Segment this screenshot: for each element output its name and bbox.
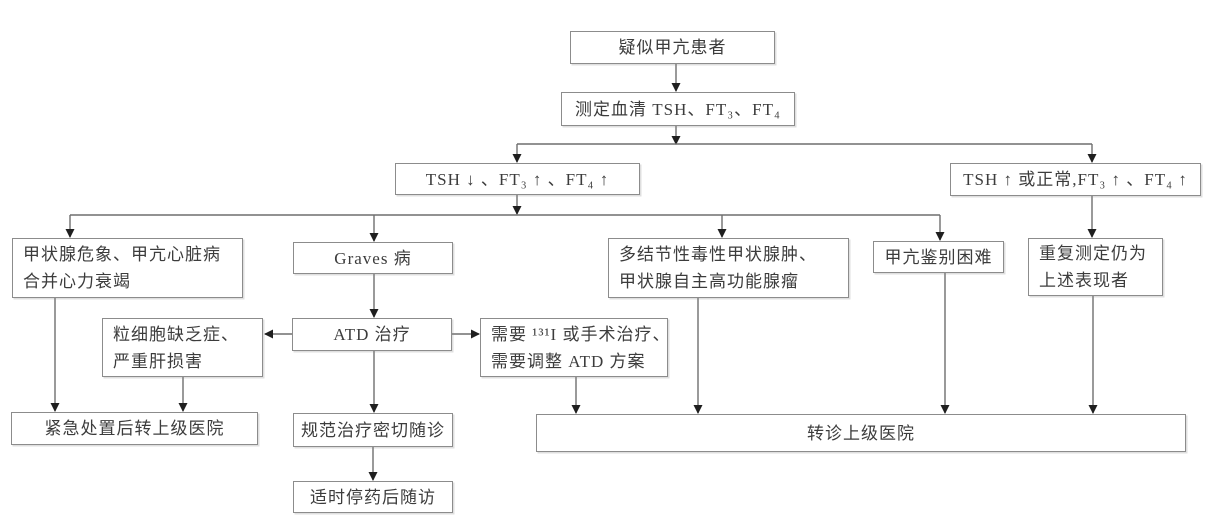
flow-node-agranulocytosis-label: 粒细胞缺乏症、 (113, 324, 239, 344)
flow-node-atd-therapy: ATD 治疗 (292, 318, 452, 351)
flow-node-serum-test: 测定血清 TSH、FT₃、FT₄ (561, 92, 795, 126)
flow-node-thyroid-crisis: 甲状腺危象、甲亢心脏病合并心力衰竭 (12, 238, 243, 298)
flow-node-tsh-elevated-or-normal: TSH ↑ 或正常,FT₃ ↑ 、FT₄ ↑ (950, 163, 1201, 196)
flow-node-standard-followup: 规范治疗密切随诊 (293, 413, 453, 447)
flow-node-repeat-test-same-label: 重复测定仍为 (1039, 244, 1147, 263)
flow-node-differential-difficult-label: 甲亢鉴别困难 (884, 247, 993, 267)
flow-node-stop-drug-followup-label: 适时停药后随访 (310, 487, 436, 507)
flow-node-tsh-suppressed-label: TSH ↓ 、FT₃ ↑ 、FT₄ ↑ (425, 169, 610, 189)
flow-node-need-radioiodine-surgery-label: 需要调整 ATD 方案 (491, 351, 646, 371)
flow-node-emergency-then-refer-label: 紧急处置后转上级医院 (44, 419, 225, 438)
flow-node-thyroid-crisis-label: 甲状腺危象、甲亢心脏病 (23, 245, 221, 264)
flow-node-tsh-elevated-or-normal-label: TSH ↑ 或正常,FT₃ ↑ 、FT₄ ↑ (963, 170, 1188, 189)
flow-node-serum-test-label: 测定血清 TSH、FT₃、FT₄ (575, 99, 781, 119)
flow-node-thyroid-crisis-label: 合并心力衰竭 (23, 272, 131, 291)
flow-node-need-radioiodine-surgery: 需要 ¹³¹I 或手术治疗、需要调整 ATD 方案 (480, 318, 671, 377)
flow-node-repeat-test-same: 重复测定仍为上述表现者 (1028, 238, 1163, 296)
flow-node-graves-disease: Graves 病 (293, 242, 453, 274)
flow-node-toxic-nodular-goiter: 多结节性毒性甲状腺肿、甲状腺自主高功能腺瘤 (608, 238, 849, 298)
flow-node-tsh-suppressed: TSH ↓ 、FT₃ ↑ 、FT₄ ↑ (395, 163, 640, 195)
flow-node-emergency-then-refer: 紧急处置后转上级医院 (11, 412, 258, 445)
flow-node-differential-difficult: 甲亢鉴别困难 (873, 241, 1004, 273)
flow-node-stop-drug-followup: 适时停药后随访 (293, 481, 453, 513)
flow-node-suspected-patient: 疑似甲亢患者 (570, 31, 775, 64)
flow-node-agranulocytosis-label: 严重肝损害 (113, 351, 203, 371)
flow-node-repeat-test-same-label: 上述表现者 (1039, 271, 1129, 290)
flow-node-need-radioiodine-surgery-label: 需要 ¹³¹I 或手术治疗、 (491, 324, 671, 344)
flow-node-suspected-patient-label: 疑似甲亢患者 (618, 38, 727, 57)
flow-node-toxic-nodular-goiter-label: 多结节性毒性甲状腺肿、 (619, 245, 817, 264)
flow-node-graves-disease-label: Graves 病 (334, 248, 412, 268)
flow-node-refer-higher-hospital: 转诊上级医院 (536, 414, 1186, 452)
flow-node-toxic-nodular-goiter-label: 甲状腺自主高功能腺瘤 (619, 272, 799, 291)
flow-node-refer-higher-hospital-label: 转诊上级医院 (807, 423, 915, 443)
flow-node-agranulocytosis: 粒细胞缺乏症、严重肝损害 (102, 318, 263, 377)
flow-node-atd-therapy-label: ATD 治疗 (333, 325, 411, 344)
flow-node-standard-followup-label: 规范治疗密切随诊 (301, 420, 445, 440)
